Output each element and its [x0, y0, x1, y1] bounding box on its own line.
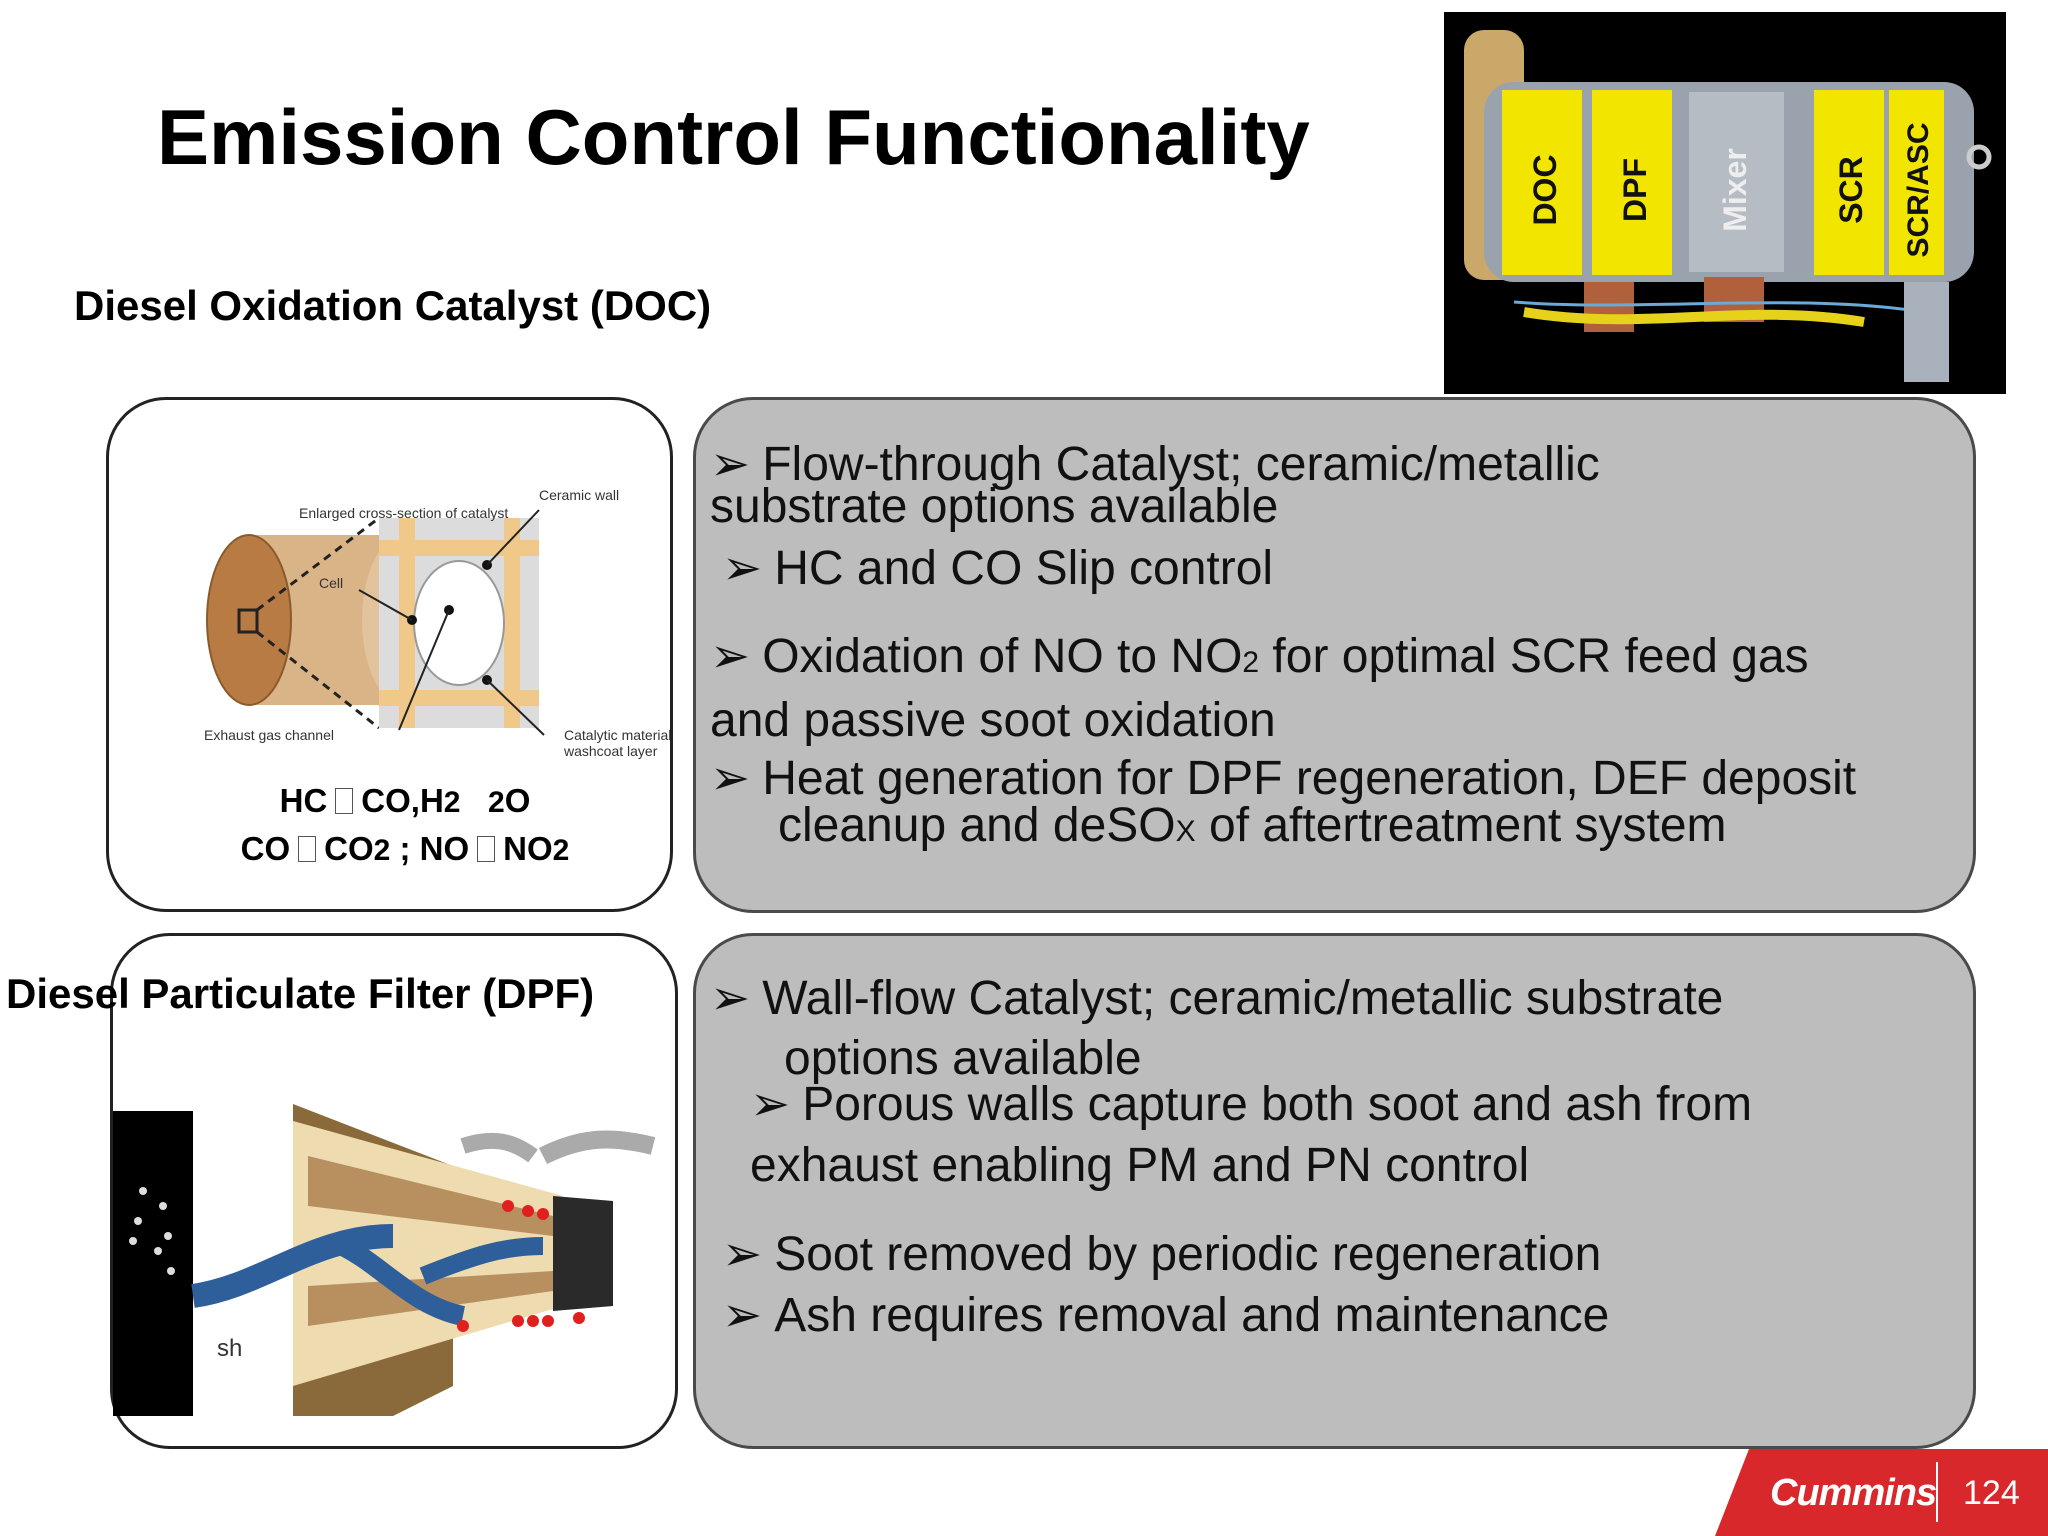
eq2-subscript: 2 [373, 834, 391, 867]
page-number: 124 [1963, 1474, 2020, 1512]
doc-bullet-4-line-2-end: of aftertreatment system [1195, 799, 1727, 852]
dpf-bullet-4-text: Ash requires removal and maintenance [774, 1289, 1610, 1342]
eq2-product: CO [324, 830, 374, 867]
bullet-arrow-icon: ➢ [710, 438, 751, 491]
eq1-subscript-2: 2 [488, 786, 505, 819]
bullet-arrow-icon: ➢ [722, 542, 763, 595]
doc-bullet-2-text: HC and CO Slip control [774, 542, 1274, 595]
doc-catalyst-diagram: Enlarged cross-section of catalyst Ceram… [204, 487, 670, 759]
doc-bullet-3-subscript: 2 [1242, 646, 1260, 679]
label-ceramic-wall: Ceramic wall [539, 487, 619, 503]
doc-bullet-4: ➢Heat generation for DPF regeneration, D… [710, 755, 1856, 803]
eq1-reactant: HC [279, 782, 328, 819]
eq1-product-2: O [504, 782, 531, 819]
eq2-subscript-2: 2 [552, 834, 570, 867]
dpf-bullet-4: ➢Ash requires removal and maintenance [722, 1292, 1609, 1340]
scr-block-shape [1814, 90, 1884, 275]
doc-section-heading: Diesel Oxidation Catalyst (DOC) [74, 282, 712, 329]
aftertreatment-illustration: DOC DPF Mixer SCR SCR/ASC [1444, 12, 2006, 394]
eq2-reactant: CO [240, 830, 291, 867]
doc-bullet-3-text-end: for optimal SCR feed gas [1259, 630, 1809, 683]
eq2-separator: ; NO [390, 830, 470, 867]
label-exhaust-channel: Exhaust gas channel [204, 727, 334, 743]
label-catalytic-material: Catalytic material [564, 727, 670, 743]
dpf-image-panel: sh [110, 933, 678, 1449]
doc-bullet-1-line-2: substrate options available [710, 480, 1279, 533]
doc-bullet-3-line-2: and passive soot oxidation [710, 694, 1276, 747]
doc-image-panel: Enlarged cross-section of catalyst Ceram… [106, 397, 673, 912]
dpf-section-heading: Diesel Particulate Filter (DPF) [6, 970, 595, 1017]
label-dpf: DPF [1617, 158, 1653, 222]
aftertreatment-system-image: DOC DPF Mixer SCR SCR/ASC [1444, 12, 2006, 394]
eq2-product-2: NO [503, 830, 553, 867]
doc-bullet-4-text: Heat generation for DPF regeneration, DE… [762, 752, 1857, 805]
doc-bullets-panel: ➢Flow-through Catalyst; ceramic/metallic… [693, 397, 1976, 913]
doc-bullet-4-line-2-text: cleanup and deSO [778, 799, 1176, 852]
footer-brand-bar [1715, 1449, 2048, 1536]
dpf-bullet-3: ➢Soot removed by periodic regeneration [722, 1231, 1601, 1279]
dpf-block-shape [1592, 90, 1672, 275]
eq1-subscript: 2 [443, 786, 461, 819]
eq1-product: CO,H [361, 782, 444, 819]
dpf-bullet-1: ➢Wall-flow Catalyst; ceramic/metallic su… [710, 975, 1723, 1023]
page-title: Emission Control Functionality [157, 93, 1310, 181]
doc-bullet-4-line-2: cleanup and deSOX of aftertreatment syst… [778, 802, 1727, 855]
label-cell: Cell [319, 575, 343, 591]
bullet-arrow-icon: ➢ [710, 630, 751, 683]
dpf-bullet-3-text: Soot removed by periodic regeneration [774, 1228, 1602, 1281]
dpf-bullet-2-text: Porous walls capture both soot and ash f… [802, 1078, 1753, 1131]
dpf-bullets-panel: ➢Wall-flow Catalyst; ceramic/metallic su… [693, 933, 1976, 1449]
label-scr-asc: SCR/ASC [1902, 122, 1935, 257]
doc-bullet-2: ➢HC and CO Slip control [722, 545, 1273, 593]
dpf-inlet-block-shape [113, 1111, 193, 1416]
outlet-pipe-shape [1904, 282, 1949, 382]
bullet-arrow-icon: ➢ [750, 1078, 791, 1131]
scr-asc-block-shape [1889, 90, 1944, 275]
label-enlarged: Enlarged cross-section of catalyst [299, 505, 508, 521]
bullet-arrow-icon: ➢ [722, 1289, 763, 1342]
label-scr: SCR [1833, 156, 1869, 224]
dpf-filter-diagram: sh [113, 1104, 656, 1416]
doc-bullet-4-subscript: X [1175, 815, 1196, 848]
bullet-arrow-icon: ➢ [710, 752, 751, 805]
dpf-diagram-fragment: sh [217, 1335, 242, 1362]
arrow-glyph-icon [298, 836, 317, 862]
footer-divider [1936, 1462, 1938, 1522]
label-doc: DOC [1527, 154, 1563, 225]
bullet-arrow-icon: ➢ [722, 1228, 763, 1281]
doc-bullet-3-text: Oxidation of NO to NO [762, 630, 1243, 683]
dpf-bullet-1-line-2: options available [784, 1032, 1142, 1085]
bullet-arrow-icon: ➢ [710, 972, 751, 1025]
dpf-bullet-2-line-2: exhaust enabling PM and PN control [750, 1139, 1530, 1192]
brand-logo: Cummins [1770, 1472, 1937, 1514]
doc-bullet-1-text: Flow-through Catalyst; ceramic/metallic [762, 438, 1600, 491]
doc-block-shape [1502, 90, 1582, 275]
dpf-bullet-1-text: Wall-flow Catalyst; ceramic/metallic sub… [762, 972, 1724, 1025]
dpf-bullet-2: ➢Porous walls capture both soot and ash … [750, 1081, 1752, 1129]
mixer-block-shape [1689, 92, 1784, 272]
arrow-glyph-icon [477, 836, 496, 862]
label-washcoat: washcoat layer [563, 743, 658, 759]
doc-bullet-1: ➢Flow-through Catalyst; ceramic/metallic [710, 441, 1600, 489]
doc-bullet-3: ➢Oxidation of NO to NO2 for optimal SCR … [710, 633, 1809, 686]
arrow-glyph-icon [335, 788, 354, 814]
label-mixer: Mixer [1717, 148, 1753, 232]
